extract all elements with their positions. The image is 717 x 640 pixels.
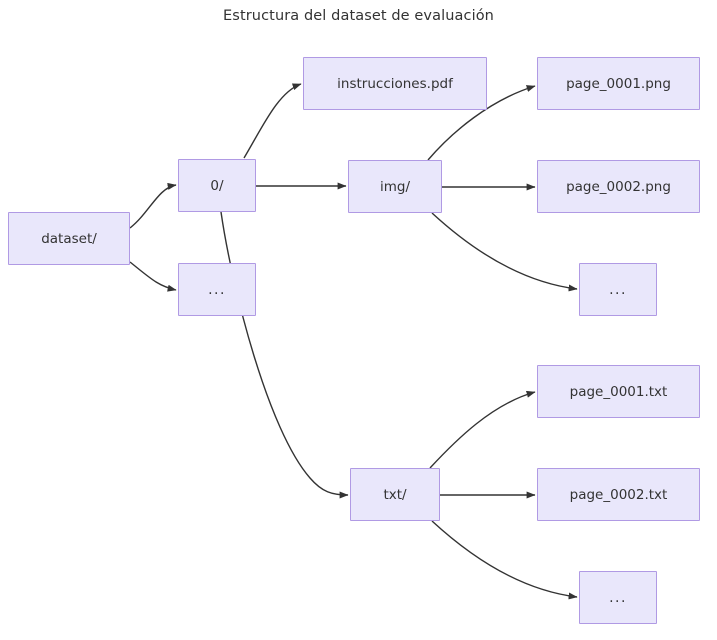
node-label-txt: txt/ [383, 486, 407, 503]
edge-dataset-to-dots_root [129, 261, 177, 292]
node-png2[interactable]: page_0002.png [537, 160, 700, 213]
node-label-txt2: page_0002.txt [569, 486, 668, 503]
node-label-png1: page_0001.png [566, 75, 671, 92]
node-label-dots_txt: ... [609, 589, 627, 606]
node-zero[interactable]: 0/ [178, 159, 256, 212]
node-dots_txt[interactable]: ... [579, 571, 657, 624]
node-label-instrucciones: instrucciones.pdf [337, 75, 453, 92]
edge-zero-to-instrucciones [243, 83, 302, 159]
edge-img-to-png1 [427, 85, 536, 161]
node-label-dots_img: ... [609, 281, 627, 298]
node-txt1[interactable]: page_0001.txt [537, 365, 700, 418]
node-dataset[interactable]: dataset/ [8, 212, 130, 265]
edge-group [129, 83, 578, 600]
node-label-img: img/ [379, 178, 411, 195]
node-label-png2: page_0002.png [566, 178, 671, 195]
node-dots_root[interactable]: ... [178, 263, 256, 316]
edge-zero-to-txt [220, 211, 349, 499]
node-txt[interactable]: txt/ [350, 468, 440, 521]
node-img[interactable]: img/ [348, 160, 442, 213]
node-png1[interactable]: page_0001.png [537, 57, 700, 110]
node-label-zero: 0/ [210, 177, 224, 194]
diagram-title: Estructura del dataset de evaluación [223, 8, 494, 24]
node-label-txt1: page_0001.txt [569, 383, 668, 400]
edge-dataset-to-zero [129, 182, 177, 229]
node-dots_img[interactable]: ... [579, 263, 657, 316]
edge-txt-to-txt1 [429, 390, 536, 469]
node-label-dataset: dataset/ [41, 230, 97, 247]
edge-txt-to-dots_txt [431, 520, 578, 600]
node-instrucciones[interactable]: instrucciones.pdf [303, 57, 487, 110]
node-txt2[interactable]: page_0002.txt [537, 468, 700, 521]
edge-img-to-dots_img [431, 212, 578, 292]
node-label-dots_root: ... [208, 281, 226, 298]
